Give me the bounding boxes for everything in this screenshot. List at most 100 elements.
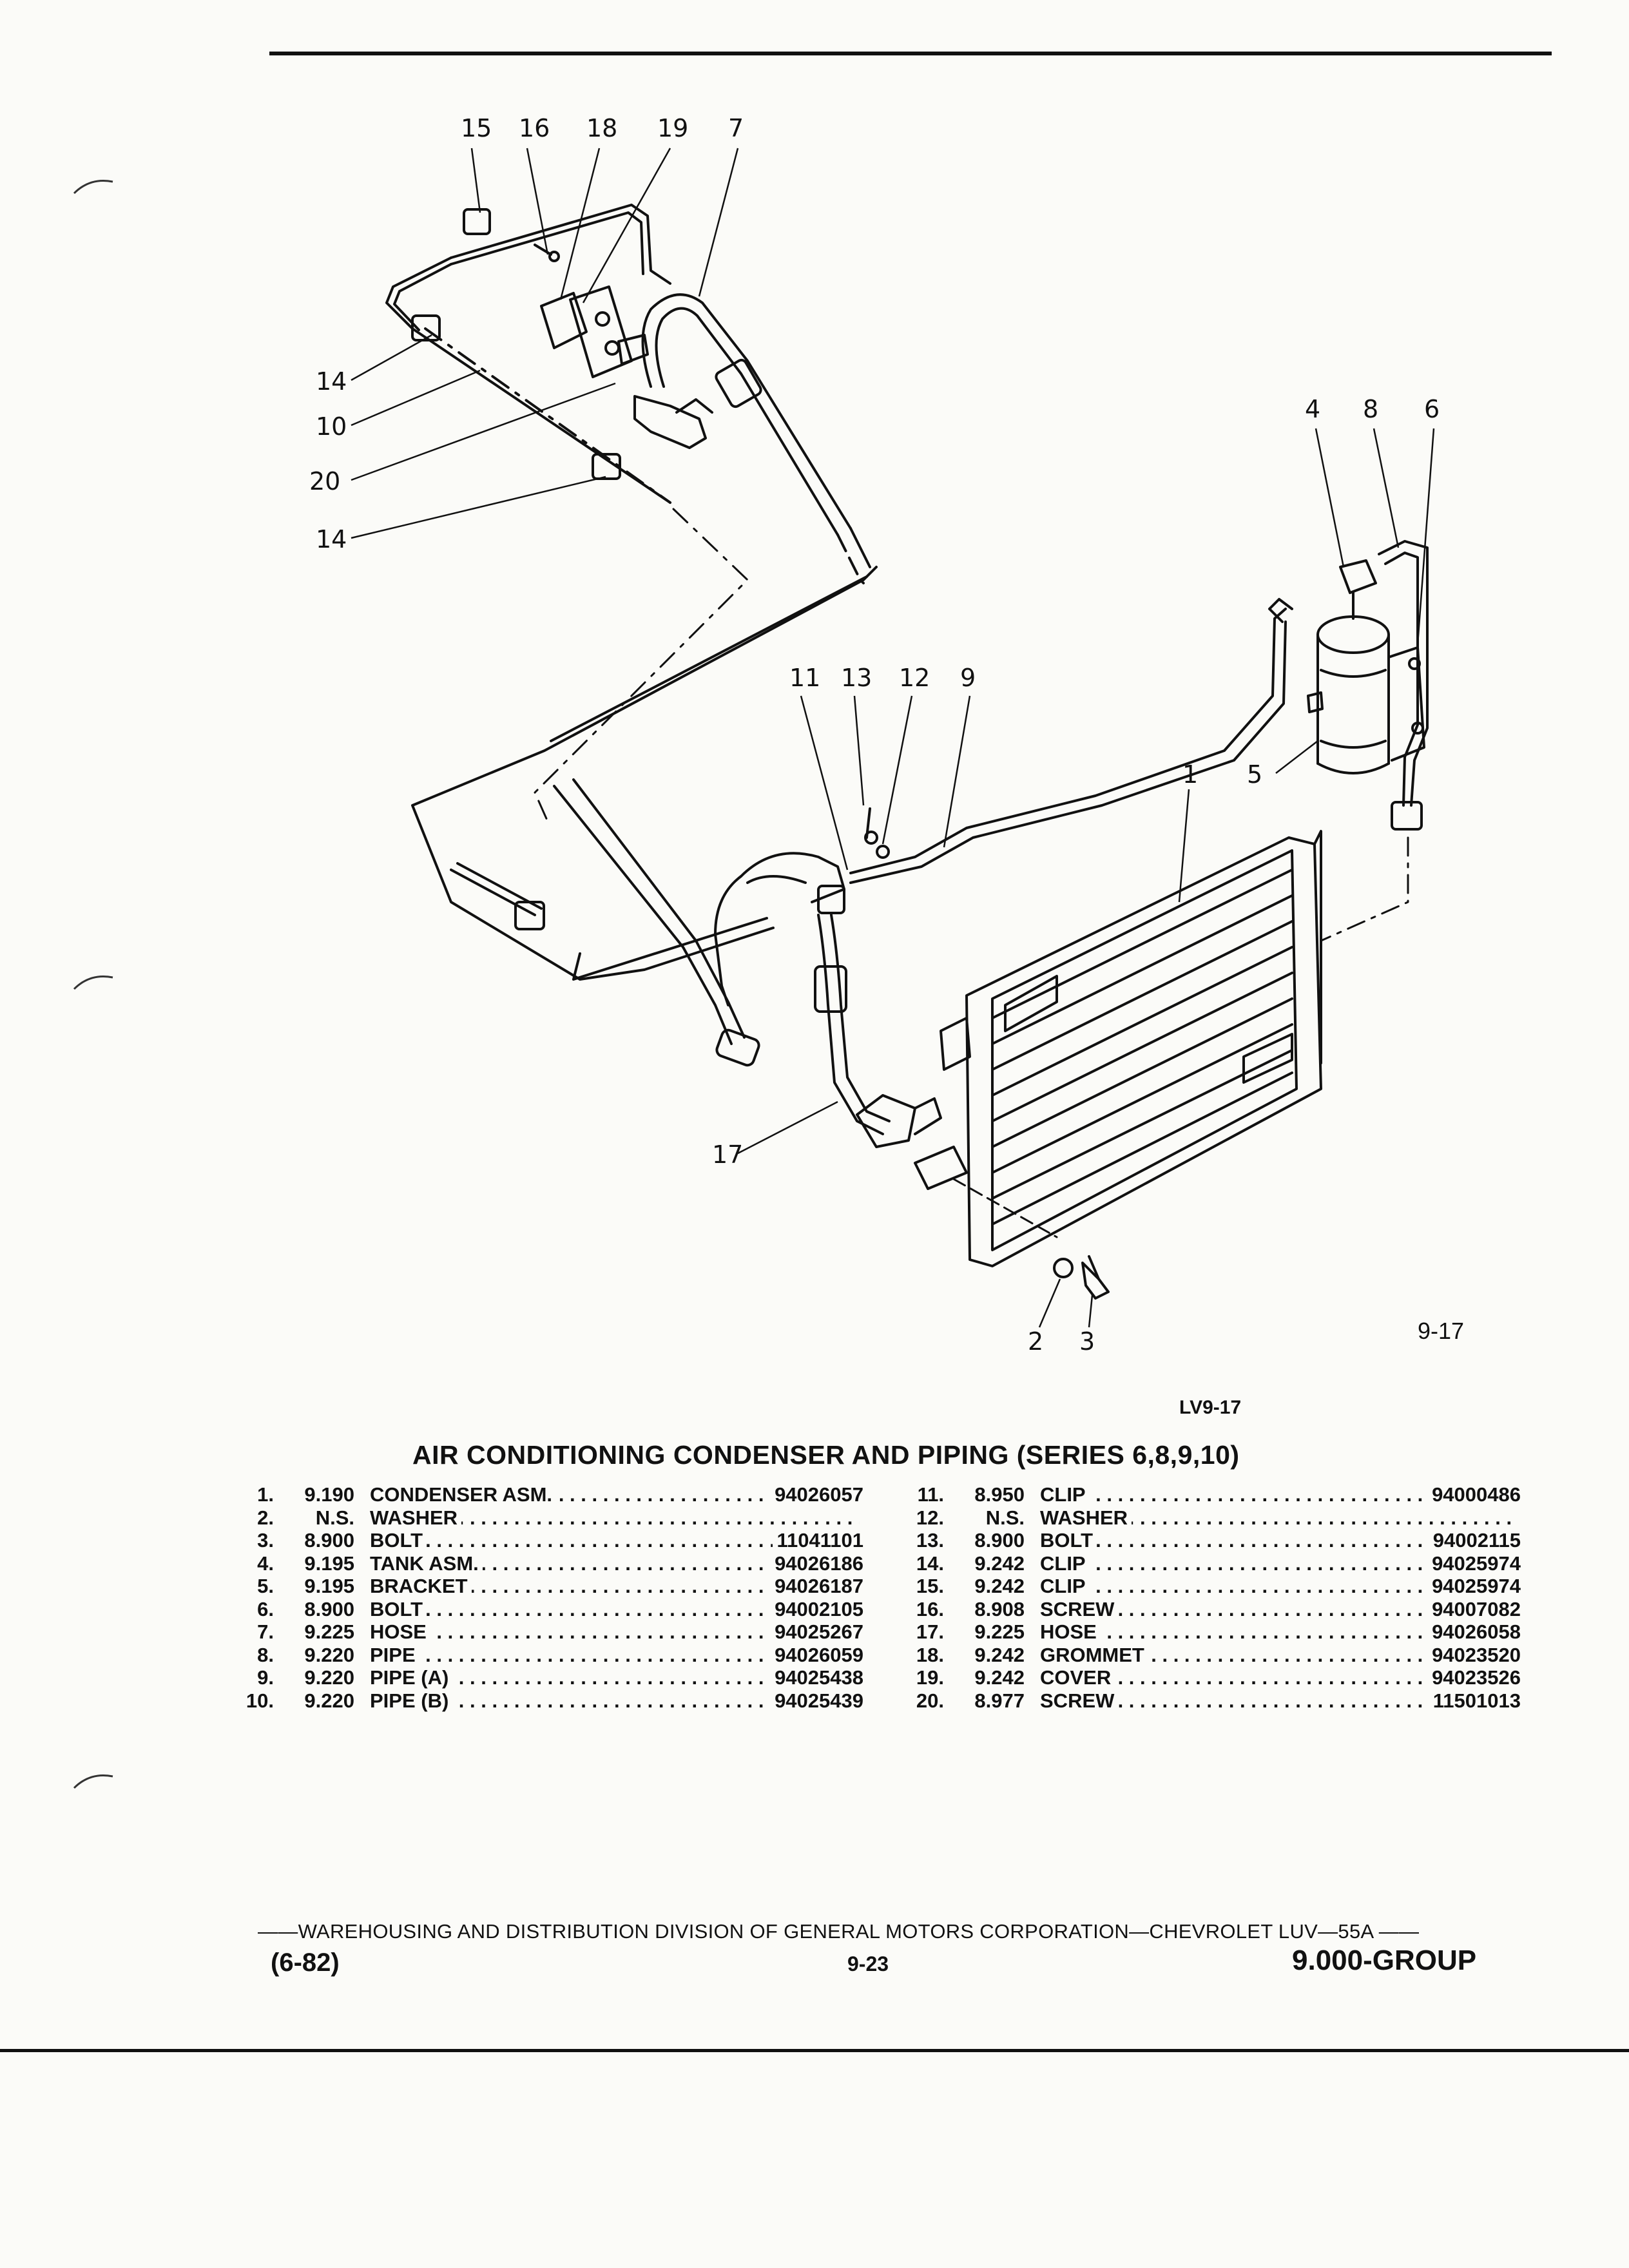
junction-block-diagram [534,244,713,449]
item-number: 15. [916,1575,944,1597]
group-number: 8.900 [304,1529,354,1552]
callout-7: 7 [728,114,744,142]
parts-list-row: 16.8.908SCREW94007082 [883,1597,1521,1620]
callout-8: 8 [1363,395,1378,423]
item-number: 6. [257,1597,274,1620]
part-number: 94026057 [771,1483,863,1506]
group-number: 9.242 [974,1552,1025,1575]
part-number: 94023520 [1428,1643,1521,1666]
part-description: HOSE [370,1620,771,1644]
part-description: PIPE (A) [370,1666,771,1689]
group-number: 9.195 [304,1552,354,1575]
part-description: CLIP [1040,1575,1428,1598]
parts-list-row: 14.9.242CLIP94025974 [883,1552,1521,1575]
parts-list-row: 8.9.220PIPE94026059 [213,1643,863,1667]
callout-11: 11 [789,664,820,692]
group-number: 9.242 [974,1643,1025,1666]
bottom-rule [0,2049,1629,2052]
part-number: 94002115 [1429,1529,1521,1552]
footer-page-number: 9-23 [847,1952,889,1975]
item-number: 1. [257,1483,274,1506]
pipe-a-diagram [411,566,878,981]
part-description: HOSE [1040,1620,1428,1644]
callout-5: 5 [1247,760,1262,789]
parts-list-row: 6.8.900BOLT94002105 [213,1597,863,1620]
item-number: 17. [916,1620,944,1643]
group-number: N.S. [985,1506,1025,1529]
group-number: N.S. [315,1506,354,1529]
parts-list-row: 2. N.S. WASHER [213,1506,863,1530]
footer-date: (6-82) [271,1948,340,1977]
group-number: 9.190 [304,1483,354,1506]
part-number: 94025974 [1428,1552,1521,1575]
section-title: AIR CONDITIONING CONDENSER AND PIPING (S… [412,1440,1240,1470]
part-description: CLIP [1040,1552,1428,1575]
callout-18: 18 [586,114,617,142]
callout-6: 6 [1424,395,1440,423]
scan-mark [73,975,113,990]
part-number: 94025439 [771,1689,863,1712]
top-rule [269,52,1552,55]
part-description: PIPE [370,1643,771,1667]
exploded-parts-diagram: 15 16 18 19 7 14 10 20 14 4 8 6 11 13 12… [309,114,1440,1356]
callout-14: 14 [316,525,347,553]
condenser-diagram [914,830,1322,1267]
part-description: TANK ASM. [370,1552,771,1575]
plate-code: LV9-17 [1179,1397,1242,1418]
parts-list-row: 13.8.900BOLT94002115 [883,1529,1521,1552]
callout-16: 16 [519,114,550,142]
item-number: 3. [257,1529,274,1552]
part-description: WASHER [370,1506,860,1530]
callout-13: 13 [841,664,872,692]
item-number: 12. [916,1506,944,1529]
group-number: 9.242 [974,1575,1025,1597]
part-description: BRACKET [370,1575,771,1598]
callout-9: 9 [960,664,976,692]
part-number: 94002105 [771,1597,863,1620]
part-description: COVER [1040,1666,1428,1689]
item-number: 19. [916,1666,944,1689]
item-number: 16. [916,1597,944,1620]
callout-4: 4 [1305,395,1320,423]
part-number: 11501013 [1429,1689,1521,1712]
part-description: SCREW [1040,1689,1429,1713]
item-number: 13. [916,1529,944,1552]
group-number: 9.220 [304,1666,354,1689]
group-number: 8.977 [974,1689,1025,1712]
part-number: 94026186 [771,1552,863,1575]
group-number: 8.950 [974,1483,1025,1506]
parts-list-row: 7.9.225HOSE94025267 [213,1620,863,1644]
part-number: 94025974 [1428,1575,1521,1598]
parts-list-row: 5.9.195BRACKET94026187 [213,1575,863,1598]
item-number: 7. [257,1620,274,1643]
parts-list-row: 11.8.950CLIP94000486 [883,1483,1521,1506]
part-description: PIPE (B) [370,1689,771,1713]
item-number: 8. [257,1643,274,1666]
item-number: 9. [257,1666,274,1689]
parts-list-row: 15. 9.242 CLIP94025974 [883,1575,1521,1598]
item-number: 2. [257,1506,274,1529]
parts-list-row: 17.9.225HOSE94026058 [883,1620,1521,1644]
part-number: 94025438 [771,1666,863,1689]
hose-17-diagram [714,875,942,1148]
part-number [1517,1506,1521,1529]
group-number: 8.900 [304,1597,354,1620]
parts-list-row: 9. 9.220 PIPE (A)94025438 [213,1666,863,1689]
hose-lower-diagram [553,778,760,1067]
pipe-b-diagram [385,204,749,823]
callout-2: 2 [1028,1327,1043,1356]
washer-bolt-diagram [952,1178,1110,1300]
callout-19: 19 [657,114,688,142]
part-number: 94026059 [771,1643,863,1666]
callout-14: 14 [316,367,347,396]
pipe-9-diagram [740,608,1287,914]
part-number: 94007082 [1428,1597,1521,1620]
part-number: 94026187 [771,1575,863,1598]
item-number: 20. [916,1689,944,1712]
part-description: CLIP [1040,1483,1428,1506]
part-description: BOLT [370,1529,773,1552]
group-number: 9.225 [304,1620,354,1643]
